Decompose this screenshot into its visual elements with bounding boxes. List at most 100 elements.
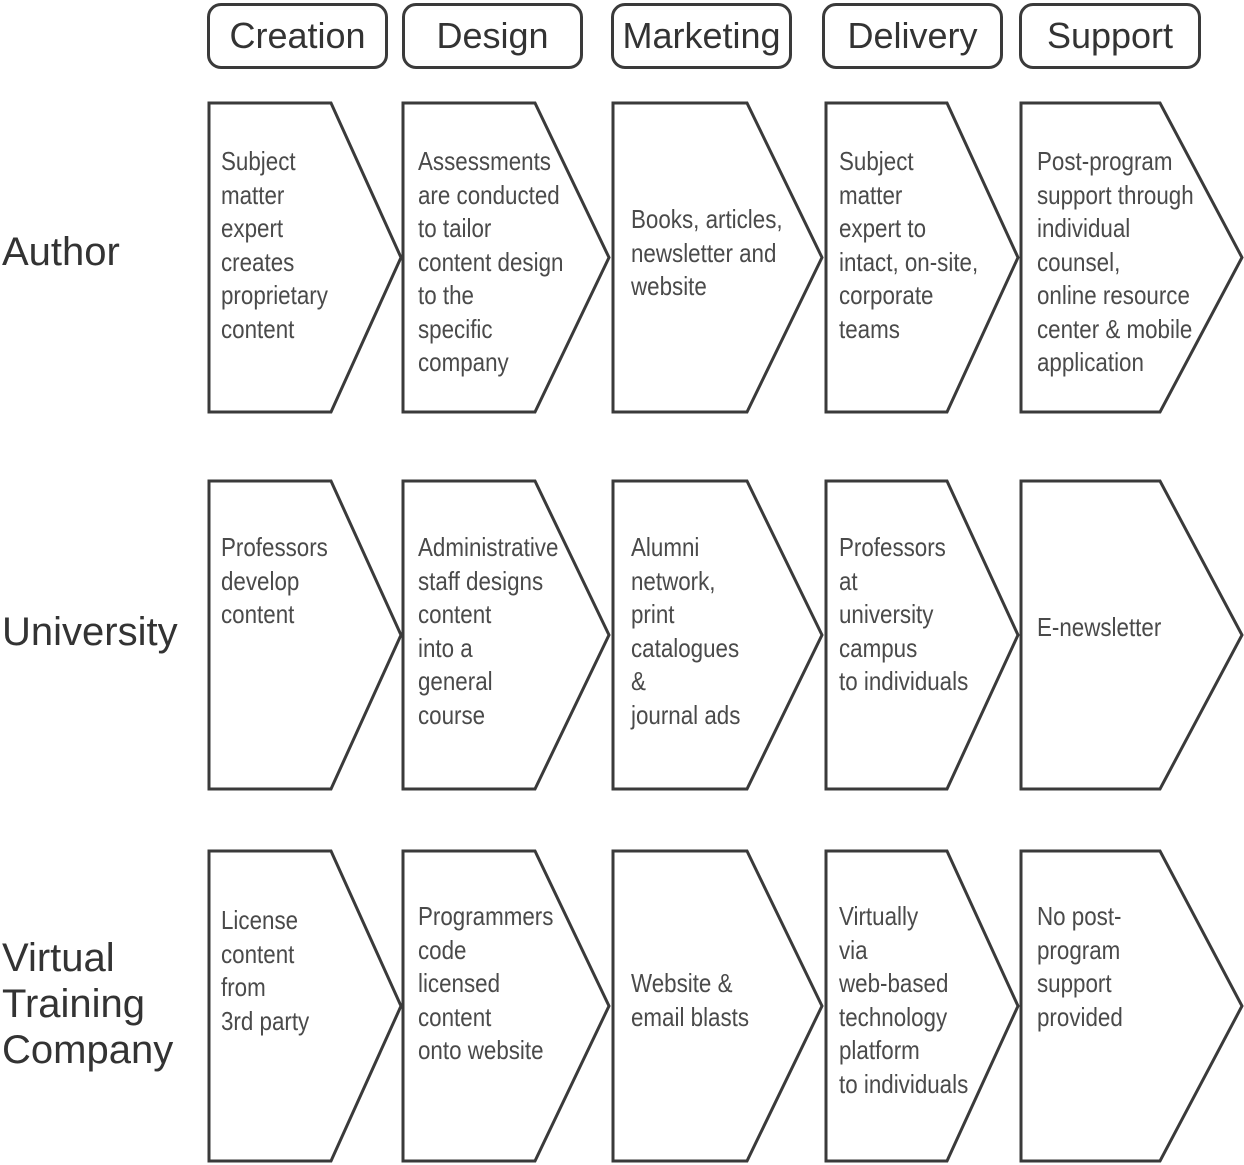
chevron-1-3 (824, 479, 1020, 791)
cell-text-line: Virtually (839, 901, 919, 931)
cell-text-line: E-newsletter (1037, 612, 1162, 642)
row-label-line: University (2, 610, 178, 654)
row-label-line: Training (2, 982, 146, 1026)
cell-text-line: 3rd party (221, 1005, 310, 1036)
cell-text-line: No post- (1037, 901, 1122, 931)
cell-text-line: Subject (221, 146, 296, 176)
column-header-design: Design (402, 3, 583, 69)
cell-text-line: code (418, 934, 467, 965)
cell-text-line: at (839, 565, 858, 596)
cell-text-line: application (1037, 347, 1144, 377)
cell-text-line: newsletter and (631, 237, 777, 268)
cell-text-line: Professors (839, 532, 946, 562)
cell-text-line: journal ads (631, 699, 741, 730)
cell-text-line: teams (839, 313, 900, 344)
cell-text-line: print (631, 599, 675, 629)
cell-text-line: Website & (631, 968, 733, 998)
row-label-line: Company (2, 1028, 174, 1072)
cell-text-line: to tailor (418, 213, 492, 243)
chevron-1-2 (611, 479, 824, 791)
chevron-0-0 (207, 101, 403, 414)
row-label-author: Author (2, 229, 120, 275)
cell-text-line: Administrative (418, 532, 559, 562)
cell-text-line: staff designs (418, 565, 544, 596)
cell-text-line: content (418, 599, 492, 629)
cell-text-line: content (418, 1001, 492, 1032)
cell-text-line: Books, articles, (631, 204, 783, 234)
cell-text-line: website (631, 271, 707, 301)
cell-text-line: Subject (839, 146, 914, 176)
cell-text-line: onto website (418, 1035, 544, 1065)
cell-text-line: content (221, 313, 295, 344)
cell-text-line: program (1037, 934, 1121, 965)
cell-text-line: Assessments (418, 146, 551, 176)
cell-text-line: develop (221, 565, 300, 596)
cell-text-line: network, (631, 565, 716, 596)
chevron-0-1 (401, 101, 611, 414)
column-header-marketing: Marketing (611, 3, 792, 69)
cell-text-line: proprietary (221, 280, 328, 310)
cell-text-line: company (418, 347, 509, 377)
cell-text-line: campus (839, 632, 918, 663)
cell-text-line: to the (418, 280, 474, 310)
cell-text-line: content (221, 599, 295, 629)
cell-text-1-4: E-newsletter (1037, 611, 1161, 645)
cell-text-line: platform (839, 1035, 920, 1065)
cell-text-line: support through (1037, 179, 1194, 210)
cell-text-line: content design (418, 246, 564, 277)
cell-text-line: course (418, 699, 486, 730)
cell-text-line: to individuals (839, 1068, 969, 1099)
cell-text-line: individual (1037, 213, 1131, 243)
cell-text-line: matter (221, 179, 285, 210)
cell-text-line: via (839, 934, 868, 965)
cell-text-line: specific (418, 313, 493, 344)
column-header-delivery: Delivery (822, 3, 1003, 69)
row-label-university: University (2, 609, 178, 655)
cell-text-line: center & mobile (1037, 313, 1193, 344)
cell-text-line: matter (839, 179, 903, 210)
cell-text-line: Professors (221, 532, 328, 562)
cell-text-line: general (418, 666, 493, 696)
cell-text-line: expert to (839, 213, 927, 243)
cell-text-line: from (221, 972, 266, 1002)
cell-text-line: creates (221, 246, 295, 277)
cell-text-line: & (631, 666, 646, 696)
cell-text-line: Programmers (418, 901, 554, 931)
cell-text-line: intact, on-site, (839, 246, 979, 277)
cell-text-line: License (221, 905, 299, 935)
chevron-2-2 (611, 849, 824, 1163)
chevron-1-1 (401, 479, 611, 791)
cell-text-line: are conducted (418, 179, 560, 210)
cell-text-line: provided (1037, 1001, 1123, 1032)
chevron-0-4 (1019, 101, 1244, 414)
cell-text-2-2: Website &email blasts (631, 967, 749, 1034)
cell-text-line: content (221, 938, 295, 969)
cell-text-line: online resource (1037, 280, 1190, 310)
cell-text-line: corporate (839, 280, 934, 310)
cell-text-line: Post-program (1037, 146, 1173, 176)
column-header-creation: Creation (207, 3, 388, 69)
chevron-2-1 (401, 849, 611, 1163)
cell-text-line: into a (418, 632, 473, 663)
column-header-support: Support (1019, 3, 1201, 69)
chevron-2-3 (824, 849, 1020, 1163)
chevron-2-0 (207, 849, 403, 1163)
cell-text-line: to individuals (839, 666, 969, 696)
chevron-0-3 (824, 101, 1020, 414)
chevron-0-2 (611, 101, 824, 414)
chevron-1-0 (207, 479, 403, 791)
chevron-1-4 (1019, 479, 1244, 791)
cell-text-line: technology (839, 1001, 948, 1032)
cell-text-line: licensed (418, 968, 501, 998)
